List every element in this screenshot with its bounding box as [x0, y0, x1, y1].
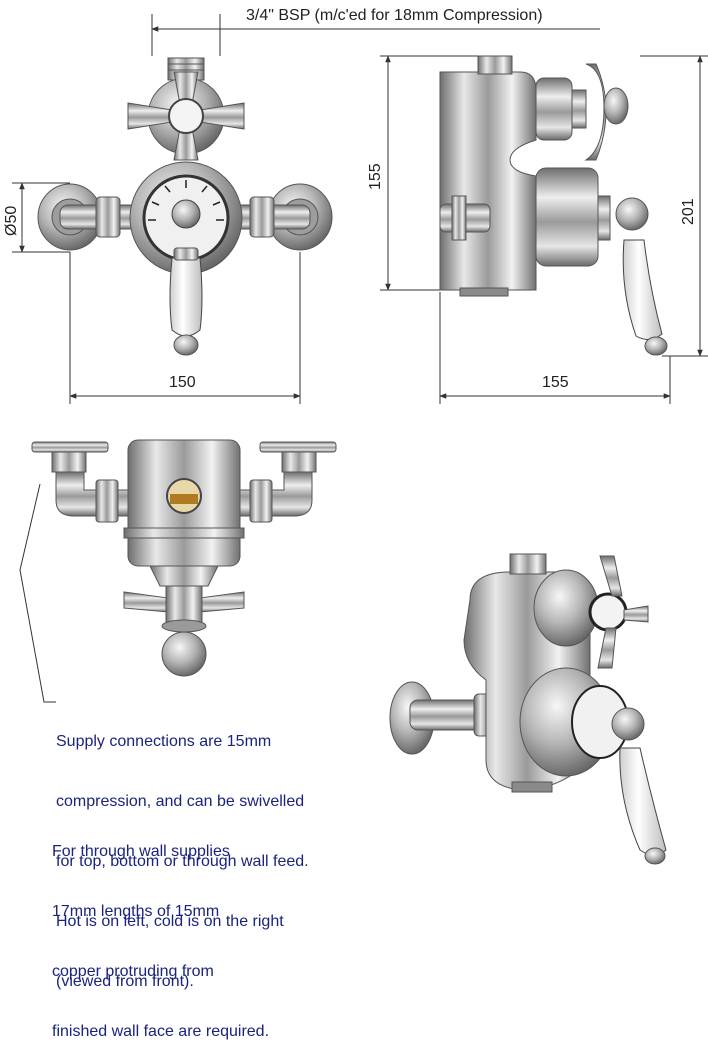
right-compression-nut [249, 196, 275, 238]
iso-top-outlet [509, 553, 547, 575]
side-thermostatic-body [535, 167, 599, 267]
side-lever-hub [615, 197, 649, 231]
note-line: Supply connections are 15mm [56, 733, 272, 750]
left-compression-nut [95, 196, 121, 238]
connection-dimension-label: 3/4" BSP (m/c'ed for 18mm Compression) [246, 7, 543, 24]
note-line: compression, and can be swivelled [56, 793, 305, 810]
lever-hub [171, 199, 201, 229]
iso-flow-valve [533, 569, 599, 647]
front-view [37, 57, 333, 356]
side-cross-handle [584, 63, 607, 161]
flow-indicator-disc [168, 98, 204, 134]
plan-right-flange [259, 441, 337, 453]
side-lever-handle [622, 239, 663, 340]
plan-left-elbow [55, 471, 131, 517]
plan-view [31, 439, 337, 677]
front-width-dimension-label: 150 [169, 374, 196, 391]
plan-lever-end [161, 631, 207, 677]
note-leader-line [19, 483, 56, 703]
side-view-dimensions [380, 55, 708, 404]
plan-cross-right [199, 591, 245, 613]
technical-drawing: 3/4" BSP (m/c'ed for 18mm Compression) Ø… [3, 7, 708, 865]
note-line: For through wall supplies [52, 843, 230, 860]
iso-lever-handle [619, 747, 667, 856]
note-line: copper protruding from [52, 963, 214, 980]
side-view [439, 55, 668, 356]
body-height-dimension-label: 155 [367, 163, 384, 190]
isometric-view [389, 553, 667, 865]
note-line: for top, bottom or through wall feed. [56, 853, 309, 870]
through-wall-note: For through wall supplies 17mm lengths o… [52, 802, 269, 1062]
diameter-dimension-label: Ø50 [3, 206, 20, 236]
lever-handle [169, 257, 203, 337]
plan-cross-left [123, 591, 169, 613]
plan-right-elbow [237, 471, 313, 517]
note-line: finished wall face are required. [52, 1023, 270, 1040]
side-body [439, 71, 537, 291]
side-flow-valve [535, 77, 573, 141]
plan-left-flange [31, 441, 109, 453]
note-line: 17mm lengths of 15mm [52, 903, 220, 920]
lever-tip [173, 334, 199, 356]
front-view-dimensions [12, 14, 600, 404]
total-height-dimension-label: 201 [680, 198, 697, 225]
side-top-outlet [477, 55, 513, 75]
side-depth-dimension-label: 155 [542, 374, 569, 391]
